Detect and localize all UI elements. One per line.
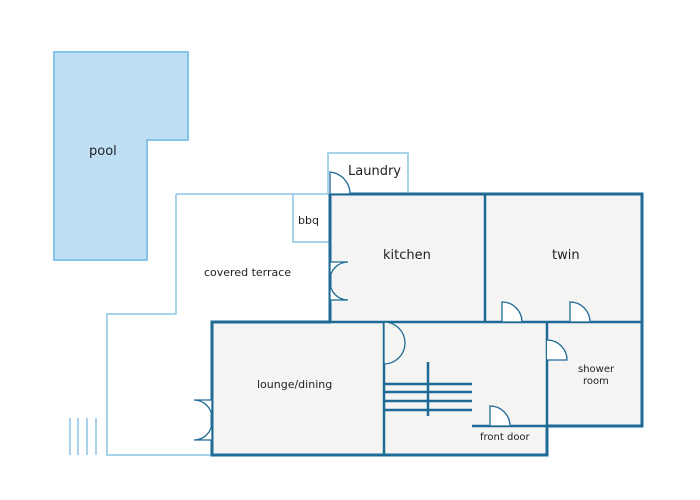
front-door-label: front door xyxy=(480,432,531,443)
staircase xyxy=(384,362,472,416)
shower-room-label-line1: shower xyxy=(578,364,615,375)
kitchen-hall-door xyxy=(501,301,523,323)
shower-door-arc xyxy=(546,339,568,361)
shower-room-label-line2: room xyxy=(583,376,609,387)
terrace-outline xyxy=(106,194,212,456)
laundry-door xyxy=(329,171,351,195)
house-outer-wall xyxy=(210,192,644,457)
door-swings xyxy=(193,171,591,441)
lounge-dining-label: lounge/dining xyxy=(257,378,332,391)
lounge-door-upper xyxy=(193,399,213,419)
steps-marks xyxy=(69,418,97,455)
bbq-label: bbq xyxy=(298,214,319,227)
twin-door xyxy=(569,301,591,323)
front-door xyxy=(489,405,511,427)
house-floor xyxy=(212,194,642,455)
kitchen-door-upper xyxy=(329,261,349,281)
laundry-outline xyxy=(327,152,409,194)
pool-label: pool xyxy=(89,144,117,159)
laundry-label: Laundry xyxy=(348,164,401,179)
pool-shape xyxy=(53,51,189,261)
covered-terrace-label: covered terrace xyxy=(204,266,291,279)
twin-label: twin xyxy=(552,248,580,263)
kitchen-door-lower xyxy=(329,281,349,301)
lounge-door-lower xyxy=(193,421,213,441)
kitchen-label: kitchen xyxy=(383,248,431,263)
hall-door xyxy=(383,321,406,365)
